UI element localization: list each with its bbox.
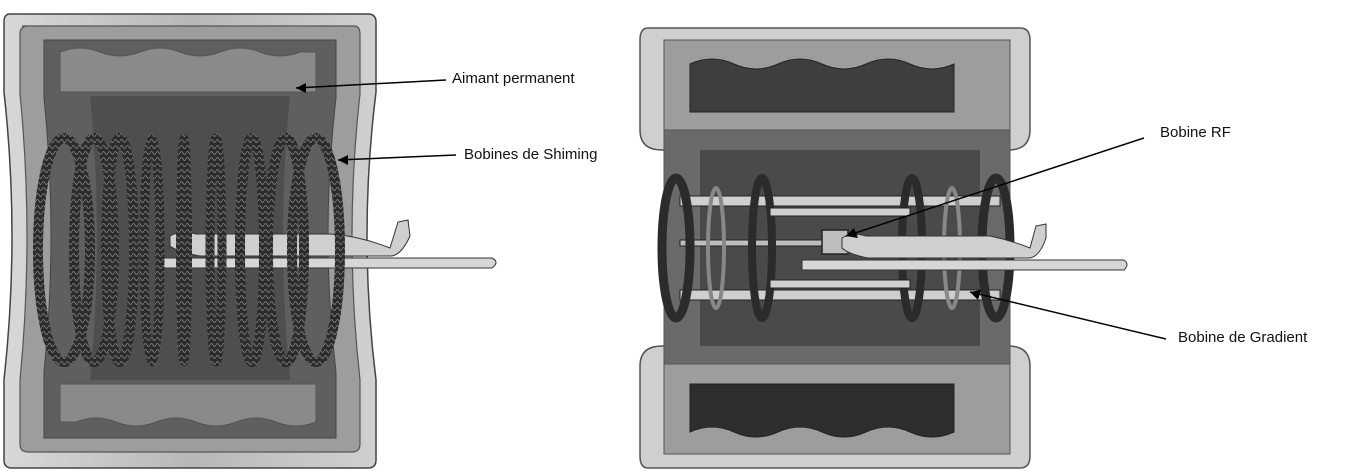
label-shim-coils: Bobines de Shiming	[464, 146, 598, 163]
shim-ring	[205, 133, 227, 367]
label-permanent-magnet: Aimant permanent	[452, 70, 575, 87]
left-magnet-top	[59, 47, 317, 93]
shim-ring	[69, 133, 119, 367]
gradient-rail	[679, 195, 1001, 207]
right-patient-table	[801, 259, 1128, 271]
right-top-magnet	[689, 58, 955, 113]
cage-bar	[769, 279, 911, 289]
gradient-ring	[748, 174, 776, 322]
label-rf-coil: Bobine RF	[1160, 124, 1231, 141]
shim-coil-rings	[33, 133, 345, 367]
right-mri-view	[639, 27, 1128, 469]
leader-shim-coils	[337, 154, 457, 161]
arrowhead	[338, 155, 348, 165]
leader-rf-coil	[845, 137, 1145, 237]
right-patient	[841, 223, 1047, 259]
arrowhead	[296, 83, 306, 93]
shim-ring	[33, 133, 95, 367]
left-mri-view	[3, 13, 497, 469]
gradient-ring	[657, 173, 695, 323]
cage-bar	[769, 207, 911, 217]
leader-gradient-coil	[969, 291, 1167, 340]
gradient-rail	[679, 289, 1001, 301]
arrowhead	[970, 290, 981, 300]
shim-ring	[101, 133, 139, 367]
right-bottom-magnet	[689, 383, 955, 438]
leader-permanent-magnet	[295, 79, 447, 89]
shim-ring	[263, 133, 309, 367]
left-magnet-bottom	[59, 383, 317, 427]
shim-ring	[287, 133, 345, 367]
arrowhead	[846, 228, 858, 238]
shim-ring	[176, 134, 192, 366]
label-gradient-coil: Bobine de Gradient	[1178, 329, 1308, 346]
gradient-inner-ring	[706, 186, 726, 310]
shim-ring	[139, 133, 165, 367]
